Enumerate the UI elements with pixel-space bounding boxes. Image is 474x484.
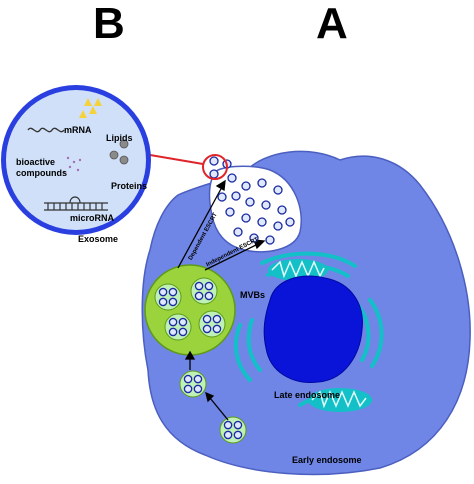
mvb-vesicle: [198, 310, 226, 338]
lipid-icons: [79, 98, 102, 118]
exosome-vesicle: [265, 235, 275, 245]
exosome-vesicle: [225, 207, 235, 217]
exosome-vesicle: [277, 205, 287, 215]
late-endosome-label: Late endosome: [274, 390, 341, 400]
exosome-vesicle: [209, 169, 219, 179]
bioactive-dots-icon: [62, 156, 82, 174]
lipids-label: Lipids: [106, 133, 133, 143]
early-vesicle: [219, 416, 247, 444]
mvb-vesicle: [154, 283, 182, 311]
early-vesicle: [179, 370, 207, 398]
pathway-arrows: [177, 179, 266, 421]
exosome-vesicle: [285, 217, 295, 227]
mrna-icon: [27, 127, 65, 133]
nucleus: [263, 275, 363, 383]
early-endosome-label: Early endosome: [292, 455, 362, 465]
multivesicular-body: [144, 264, 236, 356]
panel-label-b: B: [93, 0, 125, 48]
panel-label-a: A: [316, 0, 348, 48]
mrna-label: mRNA: [64, 125, 92, 135]
exosome-vesicle: [241, 181, 251, 191]
exosome-vesicle: [241, 213, 251, 223]
exosome-enlarged: [1, 85, 151, 235]
mitochondrion: [308, 388, 372, 412]
exosome-vesicle: [209, 156, 219, 166]
exosome-vesicle: [245, 197, 255, 207]
exosome-vesicle: [217, 192, 227, 202]
bioactive-label: bioactive compounds: [16, 157, 67, 178]
exosome-vesicle: [249, 233, 259, 243]
exosome-vesicle: [231, 191, 241, 201]
exosome-vesicle: [233, 227, 243, 237]
exosome-label: Exosome: [78, 234, 119, 244]
exosome-vesicle: [273, 185, 283, 195]
highlight-ring: [202, 154, 228, 180]
exosome-vesicle: [261, 200, 271, 210]
mvbs-label: MVBs: [240, 290, 266, 300]
proteins-label: Proteins: [111, 181, 148, 191]
mvb-vesicle: [164, 313, 192, 341]
exosome-vesicle: [257, 217, 267, 227]
microrna-label: microRNA: [70, 213, 115, 223]
microrna-icon: [44, 196, 108, 211]
protein-icons: [109, 139, 129, 165]
callout-line: [149, 154, 204, 165]
exosome-vesicle: [273, 221, 283, 231]
mvb-vesicle: [190, 277, 218, 305]
exosome-vesicle: [257, 178, 267, 188]
exosome-vesicle: [227, 173, 237, 183]
mitochondrion: [268, 259, 328, 281]
